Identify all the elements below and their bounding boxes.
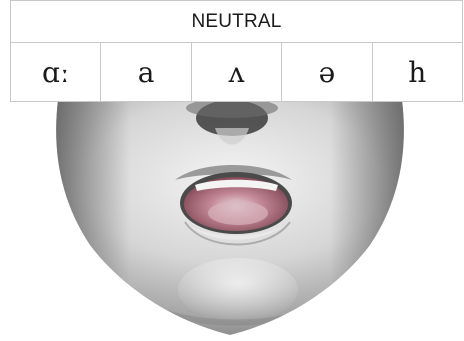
phoneme-symbol: a	[100, 42, 192, 102]
symbol-row: ɑː a ʌ ə h	[9, 42, 464, 102]
phoneme-symbol: ʌ	[190, 42, 283, 102]
phoneme-symbol: h	[371, 42, 464, 102]
title-row: NEUTRAL	[10, 0, 463, 43]
phoneme-symbol: ɑː	[9, 42, 102, 102]
phoneme-symbol: ə	[281, 42, 373, 102]
phoneme-table: NEUTRAL ɑː a ʌ ə h	[9, 0, 464, 102]
table-title: NEUTRAL	[10, 0, 463, 43]
